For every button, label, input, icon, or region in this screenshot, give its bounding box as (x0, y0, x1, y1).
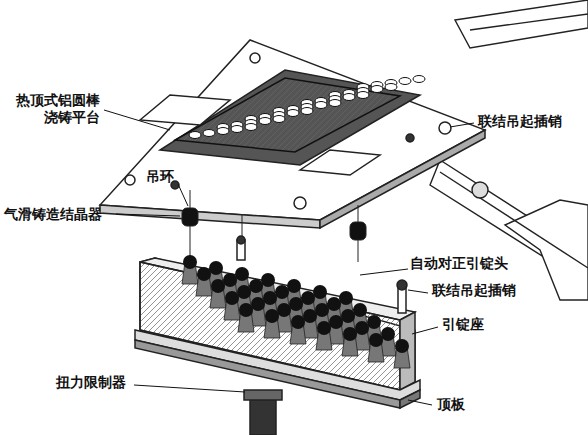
mould-hole (371, 86, 383, 93)
part-label: 吊环 (146, 168, 174, 185)
mould-hole (399, 78, 411, 85)
head-top (315, 303, 329, 317)
mould-hole (357, 92, 369, 99)
part-label: 气滑铸造结晶器 (4, 206, 102, 223)
head-top (197, 267, 211, 281)
part-label: 联结吊起插销 (432, 282, 516, 299)
starting-block-base (135, 236, 420, 435)
head-top (277, 303, 291, 317)
head-top (261, 273, 275, 287)
mould-hole (343, 94, 355, 101)
mould-hole (203, 130, 215, 137)
head-top (369, 333, 383, 347)
head-top (211, 279, 225, 293)
head-top (209, 261, 223, 275)
head-top (223, 273, 237, 287)
mould-hole (273, 116, 285, 123)
head-top (225, 291, 239, 305)
starting-heads (182, 255, 410, 368)
head-top (265, 309, 279, 323)
head-top (343, 327, 357, 341)
head-top (239, 303, 253, 317)
head-top (367, 315, 381, 329)
casting-platform (100, 40, 485, 228)
mould-hole (217, 128, 229, 135)
mould-hole (231, 126, 243, 133)
mould-hole (287, 110, 299, 117)
head-top (353, 303, 367, 317)
head-top (291, 315, 305, 329)
head-top (263, 291, 277, 305)
mould-hole (245, 124, 257, 131)
head-top (355, 321, 369, 335)
head-top (317, 321, 331, 335)
mould-hole (259, 118, 271, 125)
lifting-rings (182, 190, 366, 262)
head-top (275, 285, 289, 299)
mould-grid (189, 76, 425, 139)
part-label: 顶板 (437, 396, 465, 413)
head-top (251, 297, 265, 311)
head-top (183, 255, 197, 269)
head-top (249, 279, 263, 293)
head-top (381, 327, 395, 341)
part-label: 扭力限制器 (56, 374, 126, 391)
mould-hole (385, 84, 397, 91)
head-top (313, 285, 327, 299)
head-top (395, 339, 409, 353)
head-top (303, 309, 317, 323)
mould-hole (329, 100, 341, 107)
head-top (237, 285, 251, 299)
head-top (341, 309, 355, 323)
mould-hole (315, 102, 327, 109)
head-top (287, 279, 301, 293)
head-top (301, 291, 315, 305)
head-top (339, 291, 353, 305)
mould-hole (189, 132, 201, 139)
head-top (289, 297, 303, 311)
head-top (329, 315, 343, 329)
part-label: 热顶式铝圆棒 浇铸平台 (8, 92, 100, 126)
part-label: 自动对正引锭头 (410, 255, 508, 272)
part-label: 联结吊起插销 (478, 113, 562, 130)
mould-hole (413, 76, 425, 83)
head-top (235, 267, 249, 281)
mould-hole (301, 108, 313, 115)
head-top (327, 297, 341, 311)
part-label: 引锭座 (442, 316, 484, 333)
